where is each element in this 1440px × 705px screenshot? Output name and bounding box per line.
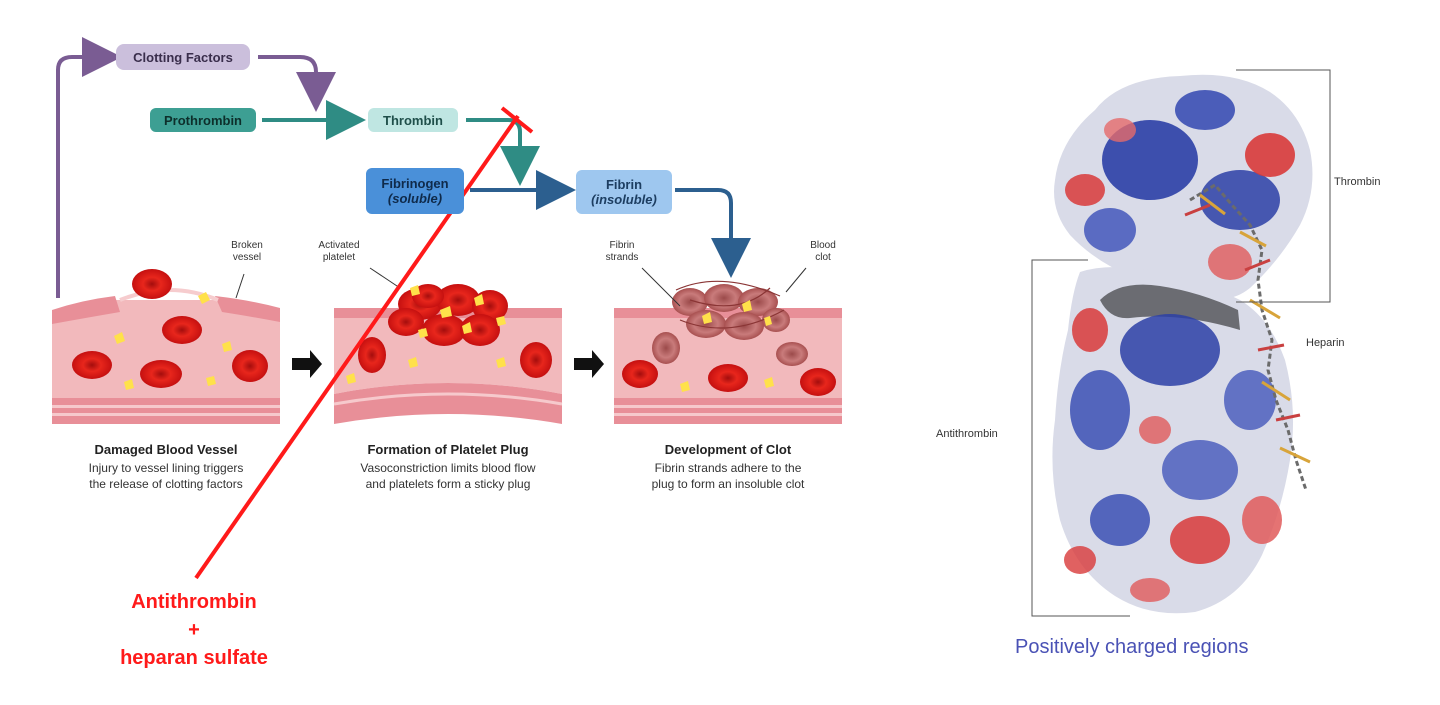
- blood-clot-line-1: Blood: [810, 240, 836, 251]
- thrombin-node: Thrombin: [368, 108, 458, 132]
- fibrinogen-label: Fibrinogen: [381, 176, 449, 191]
- stage-2-line-1: Vasoconstriction limits blood flow: [360, 461, 536, 475]
- stage-2-line-2: and platelets form a sticky plug: [365, 477, 531, 491]
- broken-vessel-line-2: vessel: [232, 252, 262, 263]
- clotting-to-thrombin-arrow: [258, 55, 336, 112]
- inhibition-line: [194, 114, 520, 580]
- antithrombin-structure-label: Antithrombin: [936, 428, 998, 440]
- inhibitor-line-2: +: [188, 619, 200, 641]
- stage-1-line-2: the release of clotting factors: [89, 477, 243, 491]
- damaged-vessel-illustration: [52, 269, 280, 424]
- stage-1-description: Injury to vessel lining triggers the rel…: [36, 460, 296, 492]
- prothrombin-label: Prothrombin: [164, 112, 242, 128]
- clotting-factors-label: Clotting Factors: [133, 49, 233, 65]
- inhibition-bar: [500, 106, 534, 134]
- positive-regions-caption: Positively charged regions: [1015, 636, 1249, 658]
- fibrin-to-clot-arrow: [675, 188, 751, 278]
- activated-platelet-line-1: Activated: [318, 240, 360, 251]
- stage-2-title: Formation of Platelet Plug: [367, 442, 529, 457]
- antithrombin-bracket: [1031, 259, 1130, 617]
- stage-3-line-2: plug to form an insoluble clot: [651, 477, 805, 491]
- stage-3-line-1: Fibrin strands adhere to the: [654, 461, 802, 475]
- fibrin-strands-line-2: strands: [605, 252, 639, 263]
- heparin-structure-label: Heparin: [1306, 337, 1345, 349]
- prothrombin-node: Prothrombin: [150, 108, 256, 132]
- fibrin-sublabel: (insoluble): [591, 192, 657, 207]
- inhibitor-line-1: Antithrombin: [131, 591, 257, 613]
- stage-1-title: Damaged Blood Vessel: [94, 442, 238, 457]
- platelet-plug-illustration: [333, 267, 563, 424]
- fibrin-label: Fibrin: [605, 177, 643, 192]
- broken-vessel-callout: Broken vessel: [222, 240, 272, 264]
- blood-clot-callout: Blood clot: [798, 240, 848, 264]
- fibrin-strands-line-1: Fibrin: [609, 240, 635, 251]
- fibrin-node: Fibrin (insoluble): [576, 170, 672, 214]
- clot-illustration: [614, 267, 842, 424]
- activated-platelet-callout: Activated platelet: [306, 240, 372, 264]
- thrombin-label: Thrombin: [383, 112, 443, 128]
- stage-2-description: Vasoconstriction limits blood flow and p…: [318, 460, 578, 492]
- stage-3-title: Development of Clot: [664, 442, 792, 457]
- clotting-factors-arrow: [56, 37, 122, 298]
- thrombin-to-fibrinogen-arrow: [466, 118, 540, 186]
- antithrombin-heparin-structure: [1052, 74, 1313, 614]
- fibrinogen-node: Fibrinogen (soluble): [366, 168, 464, 214]
- stage-arrow-1: [292, 350, 322, 378]
- stage-1-line-1: Injury to vessel lining triggers: [88, 461, 244, 475]
- inhibitor-line-3: heparan sulfate: [120, 647, 268, 669]
- broken-vessel-line-1: Broken: [231, 240, 263, 251]
- fibrin-strands-callout: Fibrin strands: [594, 240, 650, 264]
- thrombin-bracket: [1236, 69, 1331, 303]
- blood-clot-line-2: clot: [815, 252, 831, 263]
- thrombin-structure-label: Thrombin: [1334, 176, 1381, 188]
- clotting-factors-node: Clotting Factors: [116, 44, 250, 70]
- stage-arrow-2: [574, 350, 604, 378]
- activated-platelet-line-2: platelet: [322, 252, 356, 263]
- fibrinogen-sublabel: (soluble): [387, 191, 443, 206]
- inhibitor-label: Antithrombin + heparan sulfate: [74, 588, 314, 672]
- stage-3-description: Fibrin strands adhere to the plug to for…: [598, 460, 858, 492]
